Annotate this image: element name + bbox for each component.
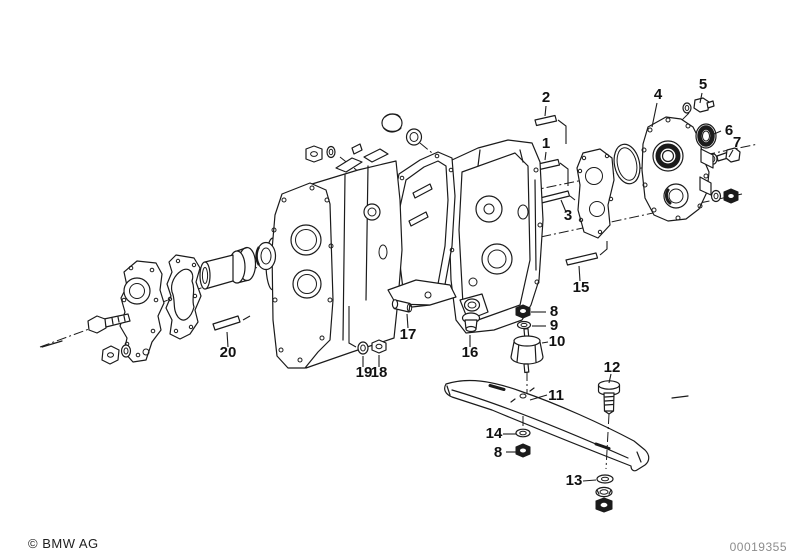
callout-15: 15: [573, 265, 590, 296]
nut-8-lower: [515, 443, 531, 458]
callout-9-label: 9: [550, 317, 558, 334]
callout-18-label: 18: [371, 364, 388, 381]
callout-16: 16: [462, 335, 479, 361]
callout-9: 9: [532, 317, 558, 334]
rear-housing-section: [448, 139, 544, 334]
callout-8-upper-label: 8: [550, 303, 558, 320]
seal-ring-part: [255, 241, 277, 271]
callout-20-label: 20: [220, 344, 237, 361]
nut-18: [371, 339, 387, 354]
dowel-pin-15: [565, 241, 608, 266]
callout-18: 18: [371, 355, 388, 381]
callout-5-label: 5: [699, 76, 707, 93]
callout-13-label: 13: [566, 472, 583, 489]
callout-17-label: 17: [400, 326, 417, 343]
callout-7-label: 7: [733, 134, 741, 151]
front-cover-part: [119, 260, 165, 363]
breather-plug-and-washer: [381, 113, 423, 146]
callout-12: 12: [604, 359, 621, 384]
callout-13: 13: [566, 472, 597, 489]
mount-nut-8-upper: [515, 304, 531, 319]
callout-3: 3: [560, 199, 572, 224]
dowel-pin-1: [537, 158, 569, 186]
document-number: 00019355: [729, 540, 787, 554]
rear-cover-part: [641, 116, 714, 222]
dowel-pin-3: [539, 190, 576, 204]
pin-bushing-17: [391, 299, 413, 313]
callout-8-lower: 8: [494, 444, 516, 461]
shaft-seal-part: [695, 123, 717, 149]
front-bolt-assembly: [87, 313, 132, 365]
callout-17: 17: [400, 313, 417, 343]
callout-11: 11: [529, 387, 564, 404]
copyright-text: © BMW AG: [28, 536, 99, 551]
callout-16-label: 16: [462, 344, 479, 361]
callout-12-label: 12: [604, 359, 621, 376]
callout-8-upper: 8: [531, 303, 558, 320]
callout-1: 1: [542, 135, 550, 161]
rubber-mount-10: [510, 328, 544, 374]
callout-1-label: 1: [542, 135, 550, 152]
spacer-sleeve-part: [199, 246, 257, 290]
bolt-12: [597, 380, 621, 415]
callout-11-label: 11: [548, 387, 564, 404]
callout-15-label: 15: [573, 279, 590, 296]
callout-4: 4: [651, 86, 663, 128]
callout-10-label: 10: [549, 333, 566, 350]
crossmember-axis-lines: [522, 413, 610, 470]
dowel-pin-20: [212, 315, 251, 331]
callout-19: 19: [356, 356, 373, 381]
callout-6: 6: [713, 122, 733, 139]
callout-3-label: 3: [564, 207, 572, 224]
washer-19: [348, 306, 369, 355]
washer-14: [515, 428, 531, 438]
callout-6-label: 6: [725, 122, 733, 139]
end-gasket-part: [576, 148, 615, 239]
stud-nut-and-washer-top: [305, 145, 336, 163]
callout-2-label: 2: [542, 89, 550, 106]
o-ring-part: [613, 143, 641, 185]
callout-20: 20: [220, 331, 237, 361]
callout-10: 10: [541, 333, 566, 350]
crossmember-part: [444, 379, 650, 472]
callout-7: 7: [728, 134, 741, 158]
front-cover-gasket: [165, 254, 202, 340]
dowel-pin-2: [534, 114, 567, 144]
washer-and-nut-lower-right: [710, 188, 739, 204]
vent-grommet-16: [461, 298, 481, 333]
callout-14-label: 14: [486, 425, 503, 442]
callout-14: 14: [486, 425, 516, 442]
callout-8-lower-label: 8: [494, 444, 502, 461]
washer-9: [516, 320, 532, 330]
callout-5: 5: [699, 76, 707, 104]
washer-stack-13: [595, 474, 614, 513]
callout-4-label: 4: [654, 86, 663, 103]
bolt-with-washer-5: [682, 97, 715, 114]
callout-2: 2: [542, 89, 550, 117]
callout-19-label: 19: [356, 364, 373, 381]
